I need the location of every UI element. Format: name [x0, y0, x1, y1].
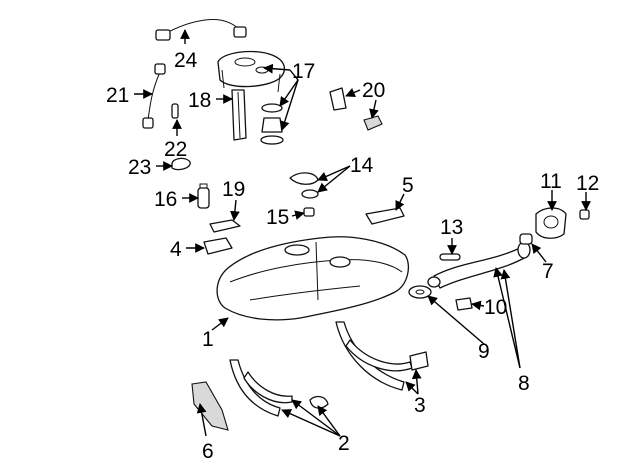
callout-24: 24: [174, 49, 198, 72]
leader-lines: [134, 29, 591, 437]
part-14-gasket[interactable]: [289, 172, 319, 199]
callout-16: 16: [154, 188, 177, 211]
part-15-plug[interactable]: [303, 207, 315, 217]
part-18-pump-tube[interactable]: [231, 89, 247, 141]
callout-11: 11: [540, 170, 562, 193]
callout-8: 8: [518, 372, 530, 395]
part-17-fuel-pump-bracket[interactable]: [217, 50, 286, 145]
part-23-clip[interactable]: [171, 157, 191, 171]
part-4-pad[interactable]: [203, 237, 233, 255]
callout-17: 17: [292, 60, 315, 83]
part-11-filler-housing[interactable]: [535, 207, 567, 239]
callout-4: 4: [170, 238, 182, 261]
part-7-neck-seal[interactable]: [519, 233, 533, 245]
part-2-strap[interactable]: [229, 359, 329, 417]
callout-7: 7: [542, 260, 554, 283]
part-13-clamp[interactable]: [439, 253, 461, 261]
callout-13: 13: [440, 216, 463, 239]
callout-labels: 24 17 18 21 22 23 16 19 20 14 15 5 4 1 1…: [106, 49, 599, 463]
part-6-guard[interactable]: [191, 381, 229, 431]
part-21-sensor-wire[interactable]: [142, 63, 166, 129]
callout-18: 18: [188, 89, 211, 112]
callout-21: 21: [106, 84, 129, 107]
callout-9: 9: [478, 340, 490, 363]
callout-12: 12: [576, 172, 599, 195]
callout-6: 6: [202, 440, 214, 463]
part-8-filler-pipe[interactable]: [427, 241, 531, 289]
part-5-pad[interactable]: [365, 207, 405, 225]
part-19-strainer[interactable]: [209, 219, 241, 233]
callout-2: 2: [338, 432, 350, 455]
part-10-clip[interactable]: [455, 297, 473, 311]
part-3-strap[interactable]: [335, 321, 429, 391]
part-9-grommet[interactable]: [408, 285, 432, 299]
part-1-fuel-tank[interactable]: [216, 236, 409, 321]
part-24-wire-harness[interactable]: [155, 19, 247, 41]
callout-1: 1: [202, 328, 214, 351]
part-12-bumper[interactable]: [579, 209, 590, 220]
callout-10: 10: [484, 296, 507, 319]
callout-22: 22: [164, 138, 187, 161]
callout-3: 3: [414, 394, 426, 417]
callout-19: 19: [222, 178, 245, 201]
part-16-fuel-filter[interactable]: [197, 183, 210, 209]
part-22-pin[interactable]: [171, 103, 179, 119]
callout-5: 5: [402, 174, 414, 197]
callout-23: 23: [128, 156, 151, 179]
callout-15: 15: [266, 206, 289, 229]
part-20-pressure-regulator[interactable]: [329, 87, 383, 131]
callout-20: 20: [362, 79, 385, 102]
callout-14: 14: [350, 154, 374, 177]
